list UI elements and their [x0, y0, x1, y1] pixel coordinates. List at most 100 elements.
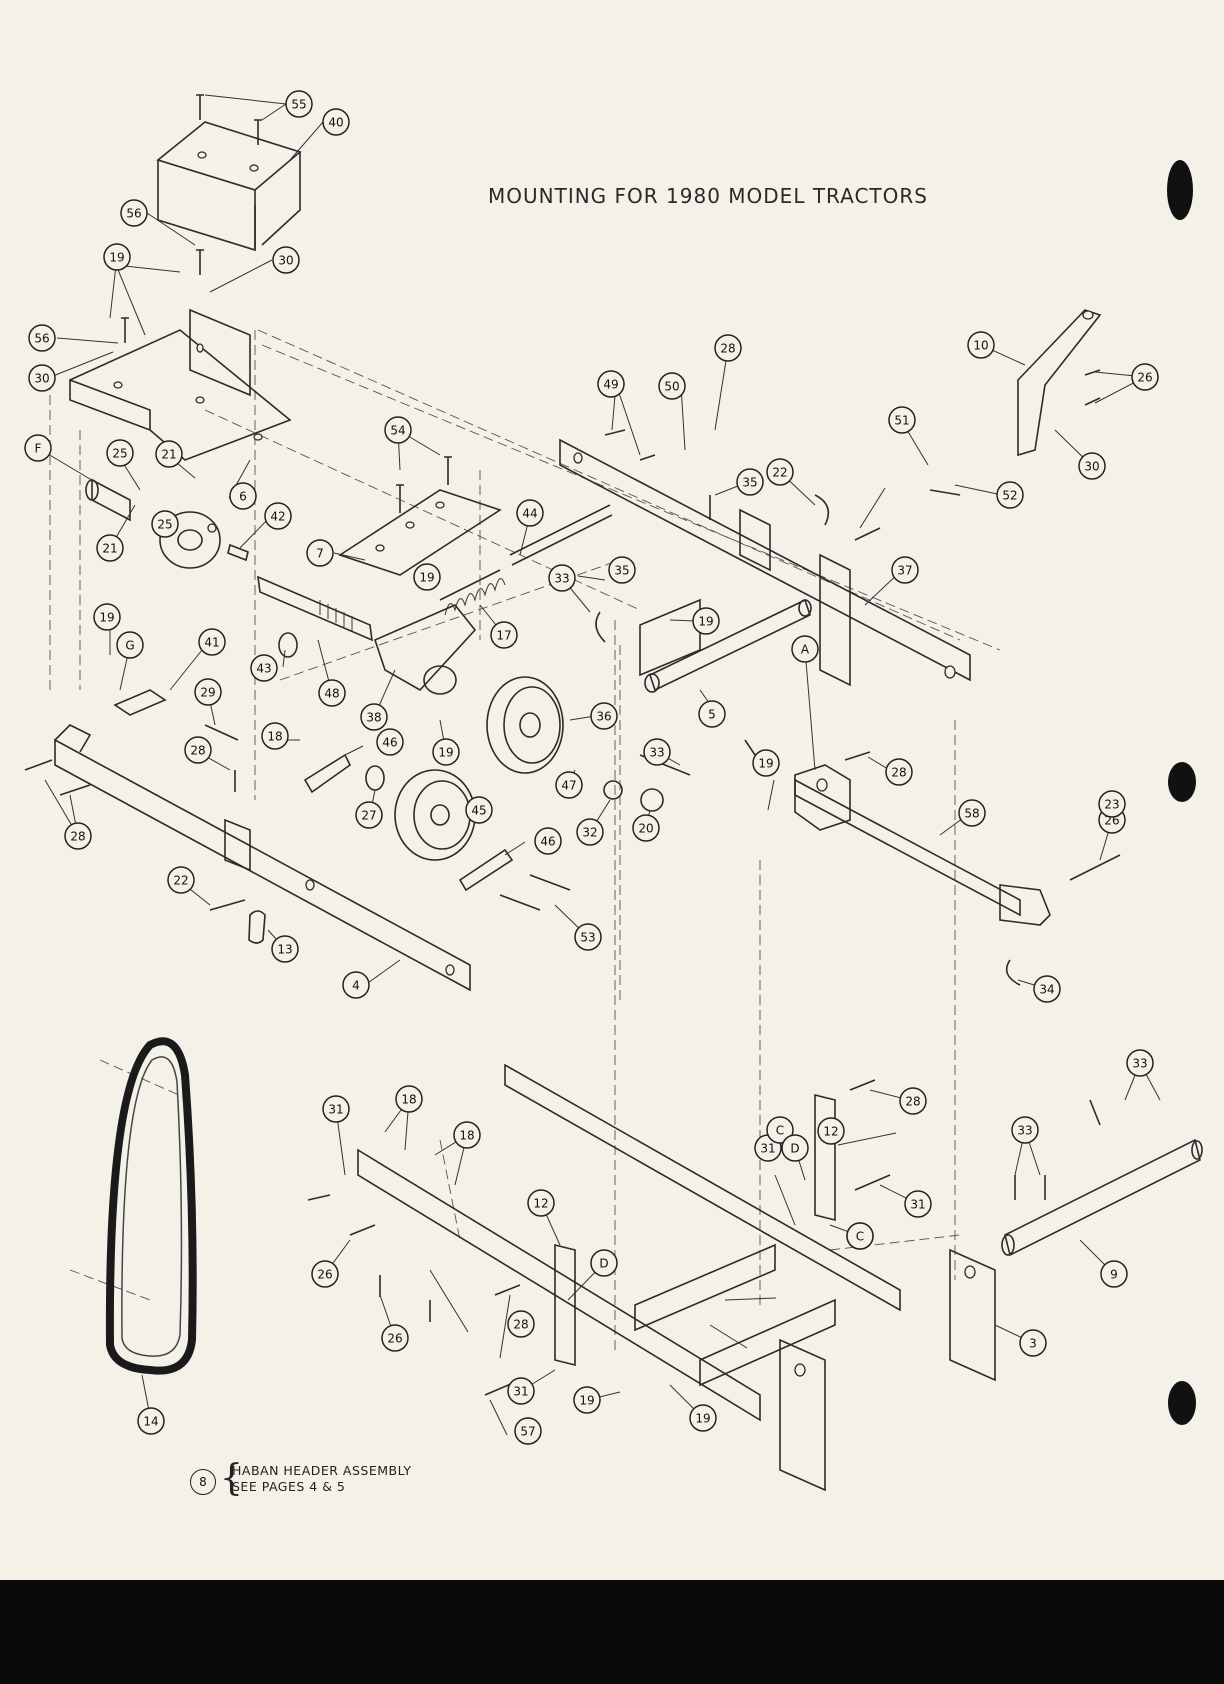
callout-14: 14 — [137, 1407, 165, 1435]
leader-lines — [37, 94, 1161, 1436]
callout-22: 22 — [766, 458, 794, 486]
callout-label: 38 — [366, 711, 381, 725]
callout-label: 3 — [1029, 1337, 1037, 1351]
callout-10: 10 — [967, 331, 995, 359]
callout-25: 25 — [151, 510, 179, 538]
part-14-belt — [105, 1037, 197, 1375]
callout-18: 18 — [453, 1121, 481, 1149]
callout-label: 47 — [561, 779, 576, 793]
callout-label: 28 — [70, 830, 85, 844]
callout-label: 33 — [1132, 1057, 1147, 1071]
callout-label: G — [125, 639, 134, 653]
note-brace: { — [220, 1458, 243, 1499]
callout-26: 26 — [311, 1260, 339, 1288]
callout-label: 27 — [361, 809, 376, 823]
callout-label: 58 — [964, 807, 979, 821]
callout-label: 6 — [239, 490, 247, 504]
scan-border — [0, 1580, 1224, 1684]
callout-45: 45 — [465, 796, 493, 824]
callout-label: 19 — [758, 757, 773, 771]
callout-label: 56 — [34, 332, 49, 346]
callout-20: 20 — [632, 814, 660, 842]
callout-43: 43 — [250, 654, 278, 682]
callout-25: 25 — [106, 439, 134, 467]
part-48-shaft — [257, 575, 373, 658]
callout-19: 19 — [103, 243, 131, 271]
callout-9: 9 — [1100, 1260, 1128, 1288]
hardware-bolts — [24, 94, 1121, 1396]
callout-label: 19 — [698, 615, 713, 629]
part-17-spring — [439, 504, 613, 616]
callout-label: 19 — [109, 251, 124, 265]
callout-label: 50 — [664, 380, 679, 394]
callout-label: 10 — [973, 339, 988, 353]
part-7-plate — [338, 489, 502, 576]
callout-label: 19 — [695, 1412, 710, 1426]
callout-label: F — [35, 442, 42, 456]
callout-label: 18 — [459, 1129, 474, 1143]
callout-C: C — [846, 1222, 874, 1250]
callout-label: 28 — [190, 744, 205, 758]
callout-label: 25 — [157, 518, 172, 532]
callout-33: 33 — [643, 738, 671, 766]
callout-21: 21 — [96, 534, 124, 562]
callout-19: 19 — [573, 1386, 601, 1414]
callout-label: 54 — [390, 424, 405, 438]
callout-label: 31 — [513, 1385, 528, 1399]
callout-label: D — [599, 1257, 608, 1271]
callout-label: A — [801, 643, 810, 657]
callout-29: 29 — [194, 678, 222, 706]
part-38-bearing — [374, 604, 477, 695]
callout-37: 37 — [891, 556, 919, 584]
callout-18: 18 — [395, 1085, 423, 1113]
callout-44: 44 — [516, 499, 544, 527]
callout-label: 37 — [897, 564, 912, 578]
callout-label: 12 — [823, 1125, 838, 1139]
callout-label: 5 — [708, 708, 716, 722]
callout-label: 56 — [126, 207, 141, 221]
callout-55: 55 — [285, 90, 313, 118]
callout-17: 17 — [490, 621, 518, 649]
callout-label: 46 — [540, 835, 555, 849]
callout-label: 14 — [143, 1415, 158, 1429]
part-10-arm — [1017, 309, 1102, 457]
callout-23: 23 — [1098, 790, 1126, 818]
callout-label: D — [790, 1142, 799, 1156]
callout-30: 30 — [28, 364, 56, 392]
callout-4: 4 — [342, 971, 370, 999]
callout-label: 33 — [554, 572, 569, 586]
callout-label: 48 — [324, 687, 339, 701]
callout-18: 18 — [261, 722, 289, 750]
callout-label: 21 — [161, 448, 176, 462]
callout-31: 31 — [322, 1095, 350, 1123]
callout-label: 19 — [438, 746, 453, 760]
callout-F: F — [24, 434, 52, 462]
callout-28: 28 — [885, 758, 913, 786]
callout-label: 4 — [352, 979, 360, 993]
callout-51: 51 — [888, 406, 916, 434]
callout-label: 17 — [496, 629, 511, 643]
callout-label: 19 — [419, 571, 434, 585]
callout-35: 35 — [608, 556, 636, 584]
callout-31: 31 — [904, 1190, 932, 1218]
callout-label: C — [856, 1230, 864, 1244]
callout-28: 28 — [184, 736, 212, 764]
callout-D: D — [590, 1249, 618, 1277]
callout-label: 19 — [579, 1394, 594, 1408]
callout-label: 7 — [316, 547, 324, 561]
callout-label: 19 — [99, 611, 114, 625]
binder-holes — [1167, 160, 1196, 1425]
callout-label: 30 — [34, 372, 49, 386]
callout-label: 18 — [267, 730, 282, 744]
callout-label: 52 — [1002, 489, 1017, 503]
callout-label: 53 — [580, 931, 595, 945]
callout-28: 28 — [507, 1310, 535, 1338]
callout-19: 19 — [413, 563, 441, 591]
callout-6: 6 — [229, 482, 257, 510]
part-42-hub — [85, 478, 249, 569]
callout-label: 41 — [204, 636, 219, 650]
callout-48: 48 — [318, 679, 346, 707]
note-reference-number: 8 — [190, 1469, 216, 1495]
callout-53: 53 — [574, 923, 602, 951]
part-41-bracket — [113, 689, 167, 716]
